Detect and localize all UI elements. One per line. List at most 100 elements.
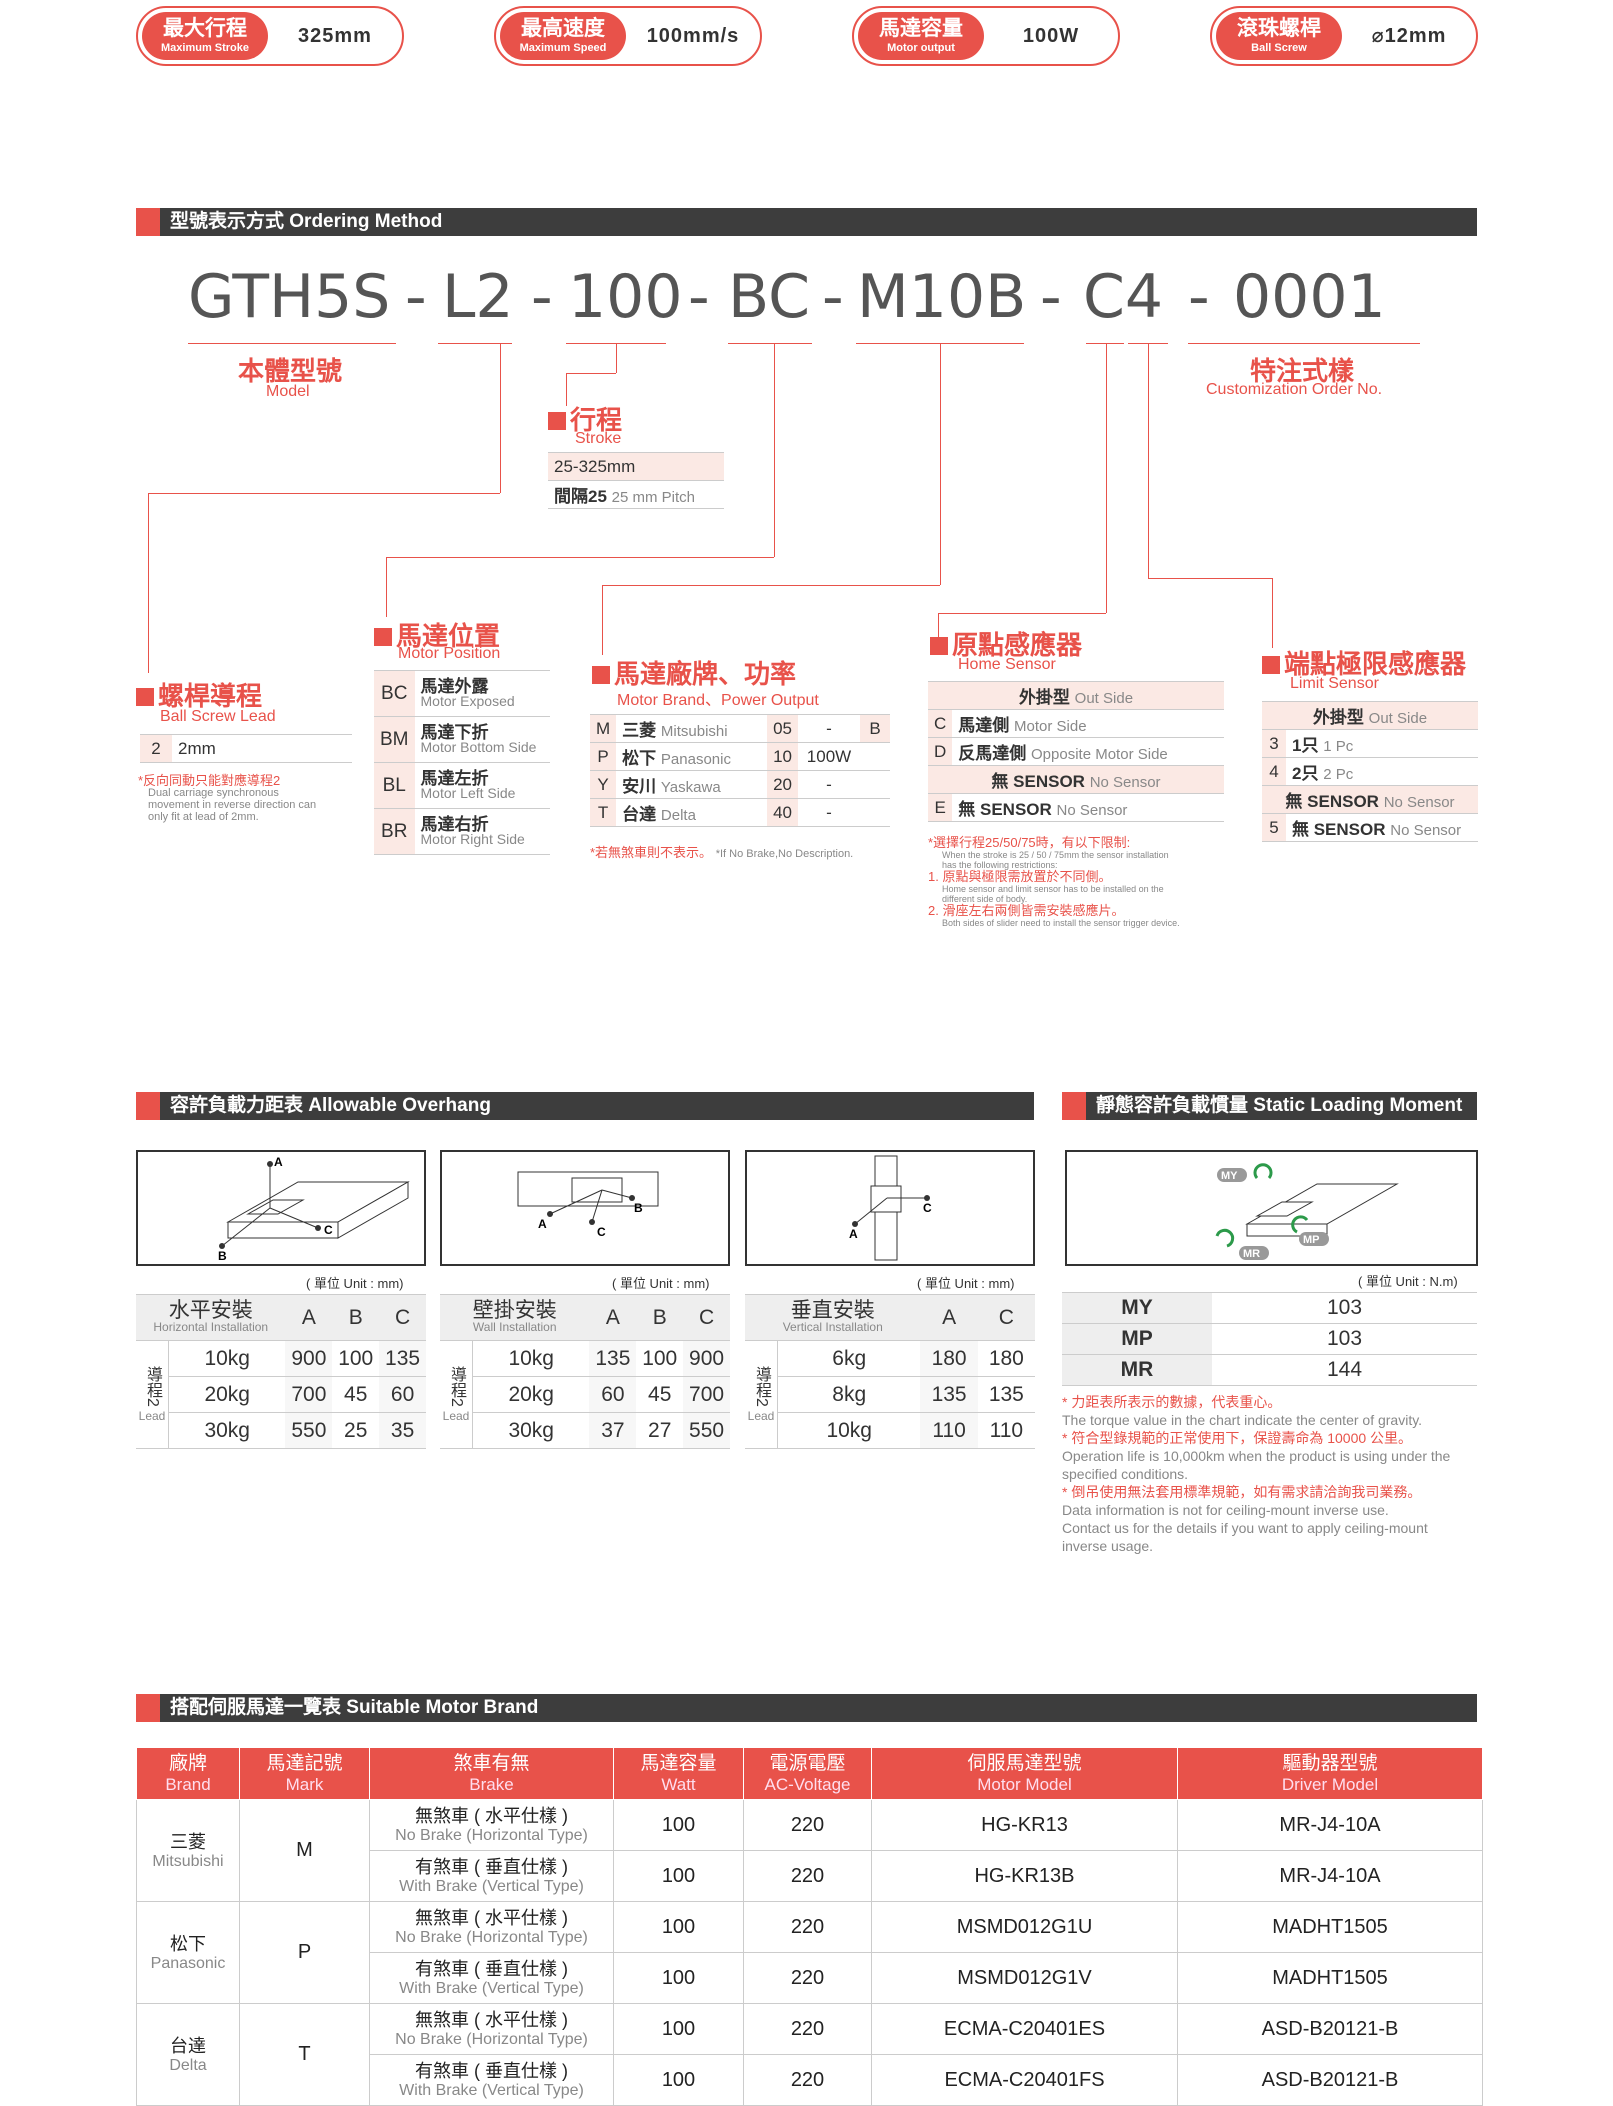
limit-desc: 無 SENSOR No Sensor bbox=[1286, 813, 1478, 842]
motor-head-en: Watt bbox=[661, 1774, 696, 1794]
home-e-en: No Sensor bbox=[1056, 802, 1128, 819]
home-nosensor-en: No Sensor bbox=[1089, 774, 1161, 791]
lead-note-en-2: movement in reverse direction can bbox=[148, 799, 317, 811]
model-cell: HG-KR13B bbox=[871, 1850, 1178, 1902]
brake-zh: 有煞車 ( 垂直仕樣 ) bbox=[415, 1959, 568, 1979]
spec-label-en: Motor output bbox=[887, 42, 955, 54]
stroke-range: 25-325mm bbox=[548, 452, 724, 481]
brand-en: Delta bbox=[660, 807, 696, 824]
table-head-zh: 壁掛安裝 bbox=[472, 1299, 557, 1322]
table-cell: 10kg bbox=[472, 1340, 590, 1377]
position-title: 馬達位置 bbox=[374, 616, 500, 653]
stroke-pitch: 間隔25 25 mm Pitch bbox=[548, 480, 724, 509]
driver-cell: MADHT1505 bbox=[1177, 1952, 1483, 2004]
home-note-7: 2. 滑座左右兩側皆需安裝感應片。 bbox=[928, 903, 1125, 918]
limit-en: 2 Pc bbox=[1323, 766, 1354, 783]
mark-cell: T bbox=[239, 2003, 370, 2106]
model-cell: ECMA-C20401ES bbox=[871, 2003, 1178, 2055]
static-note-1: * 力距表所表示的數據，代表重心。 bbox=[1062, 1394, 1282, 1410]
connector-line bbox=[1188, 343, 1420, 344]
table-cell: 45 bbox=[332, 1376, 380, 1413]
code-dash: - bbox=[1040, 262, 1062, 332]
spec-value: 325mm bbox=[298, 25, 372, 47]
col-head: C bbox=[379, 1294, 426, 1341]
diag-label-my: MY bbox=[1221, 1170, 1238, 1182]
table-head-zh: 垂直安裝 bbox=[790, 1299, 875, 1322]
brake-en: No Brake (Horizontal Type) bbox=[395, 1827, 588, 1844]
limit-en: 1 Pc bbox=[1323, 738, 1354, 755]
position-en: Motor Right Side bbox=[420, 831, 525, 847]
col-head: B bbox=[332, 1294, 380, 1341]
table-cell: 900 bbox=[285, 1340, 333, 1377]
watt-cell: 100 bbox=[613, 1952, 744, 2004]
brand-note-zh: *若無煞車則不表示。 bbox=[590, 845, 713, 860]
static-note-2: The torque value in the chart indicate t… bbox=[1062, 1412, 1423, 1428]
motor-head-en: Motor Model bbox=[977, 1774, 1072, 1794]
diag-label-b: B bbox=[218, 1249, 227, 1263]
table-cell: 30kg bbox=[168, 1412, 286, 1449]
static-note-6: * 倒吊使用無法套用標準規範，如有需求請洽詢我司業務。 bbox=[1062, 1484, 1422, 1500]
static-bar: 靜態容許負載慣量 Static Loading Moment bbox=[1062, 1092, 1477, 1120]
brand-title: 馬達廠牌、功率 bbox=[592, 654, 796, 691]
home-head-en: Out Side bbox=[1074, 690, 1134, 707]
lead-cell-en: Lead bbox=[442, 1409, 470, 1424]
table-cell: 27 bbox=[636, 1412, 684, 1449]
home-head: 外掛型 Out Side bbox=[928, 681, 1224, 710]
connector-line bbox=[1148, 578, 1272, 579]
col-head: A bbox=[920, 1294, 978, 1341]
square-marker-icon bbox=[1262, 656, 1280, 674]
home-nosensor-zh: 無 SENSOR bbox=[991, 772, 1085, 791]
watt-cell: 100 bbox=[613, 1799, 744, 1851]
motor-head-en: Brand bbox=[165, 1774, 211, 1794]
limit-head-zh: 外掛型 bbox=[1312, 708, 1364, 727]
home-note-1: *選擇行程25/50/75時，有以下限制: bbox=[928, 835, 1131, 850]
brand-zh: 松下 bbox=[170, 1933, 206, 1954]
home-zh: 馬達側 bbox=[958, 716, 1010, 735]
table-cell: 135 bbox=[379, 1340, 426, 1377]
limit-r5-zh: 無 SENSOR bbox=[1292, 820, 1386, 839]
horizontal-rail-icon: A C B bbox=[218, 1155, 410, 1263]
home-code: D bbox=[928, 737, 953, 766]
overhang-unit: ( 單位 Unit : mm) bbox=[612, 1276, 710, 1291]
brand-desc: 松下 Panasonic bbox=[616, 742, 768, 771]
home-note-8: Both sides of slider need to install the… bbox=[942, 918, 1180, 928]
table-cell: 8kg bbox=[777, 1376, 921, 1413]
col-head: B bbox=[636, 1294, 684, 1341]
code-sensor: C4 bbox=[1083, 262, 1164, 332]
brake-en: With Brake (Vertical Type) bbox=[399, 1980, 584, 1997]
diag-label-c: C bbox=[923, 1201, 932, 1215]
brand-zh: 三菱 bbox=[170, 1831, 206, 1852]
brand-title-text: 馬達廠牌、功率 bbox=[614, 659, 797, 689]
motor-head-zh: 伺服馬達型號 bbox=[967, 1752, 1082, 1774]
brake-cell: 無煞車 ( 水平仕樣 )No Brake (Horizontal Type) bbox=[369, 1901, 614, 1953]
watt-cell: 100 bbox=[613, 1901, 744, 1953]
motor-head-en: Mark bbox=[285, 1774, 324, 1794]
connector-line bbox=[148, 493, 149, 673]
table-cell: 900 bbox=[683, 1340, 730, 1377]
diag-label-c: C bbox=[324, 1223, 333, 1237]
brake-en: With Brake (Vertical Type) bbox=[399, 2082, 584, 2099]
limit-title: 端點極限感應器 bbox=[1262, 644, 1466, 681]
motor-head-zh: 馬達記號 bbox=[266, 1752, 343, 1774]
home-note-3: has the following restrictions: bbox=[942, 860, 1058, 870]
watt-cell: 100 bbox=[613, 1850, 744, 1902]
brand-en: Mitsubishi bbox=[660, 723, 728, 740]
code-stroke: 100 bbox=[568, 262, 683, 332]
lead-cell-zh: 導程2 bbox=[144, 1365, 161, 1407]
model-cell: MSMD012G1U bbox=[871, 1901, 1178, 1953]
brand-brake: B bbox=[860, 714, 890, 743]
table-cell: 550 bbox=[285, 1412, 333, 1449]
custom-label: 特注式樣 bbox=[1250, 356, 1355, 386]
